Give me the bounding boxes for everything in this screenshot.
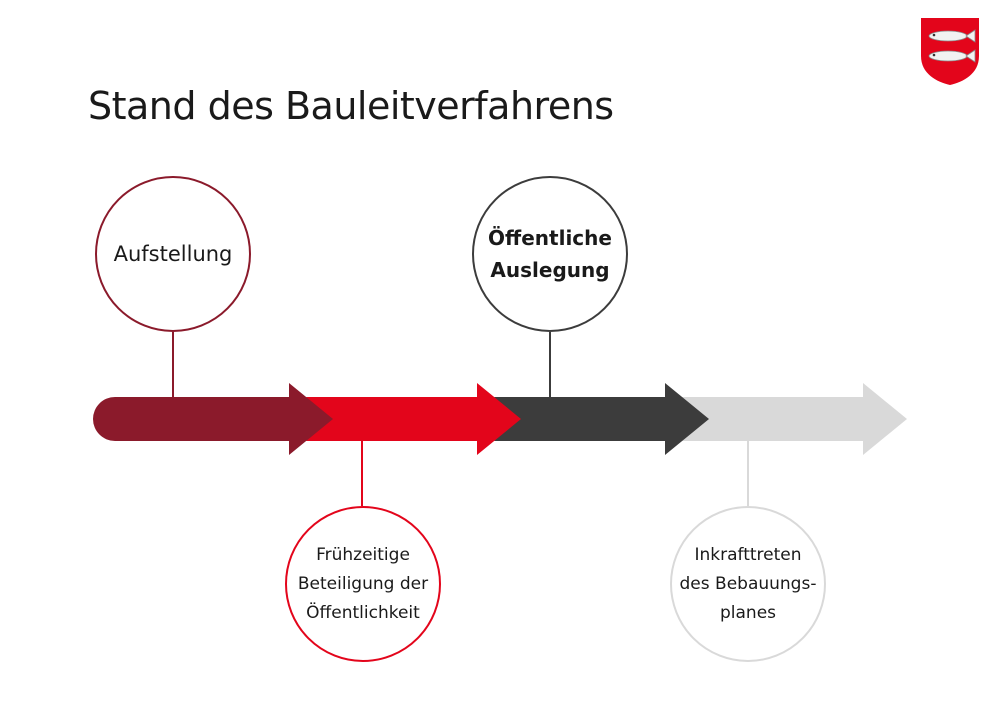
arrow-phase-2: [306, 383, 521, 455]
step-inkrafttreten: Inkrafttreten des Bebauungs-planes: [670, 506, 826, 662]
step-label: Aufstellung: [113, 242, 233, 266]
coat-of-arms-two-fish-icon: [921, 18, 979, 85]
step-label: Öffentliche Auslegung: [488, 226, 612, 282]
step-aufstellung: Aufstellung: [95, 176, 251, 332]
arrow-phase-4: [682, 383, 907, 455]
page-title: Stand des Bauleitverfahrens: [88, 84, 614, 128]
arrow-phase-1: [93, 383, 333, 455]
arrow-phase-3: [494, 383, 709, 455]
step-oeffentliche-auslegung: Öffentliche Auslegung: [472, 176, 628, 332]
step-fruehzeitige-beteiligung: Frühzeitige Beteiligung der Öffentlichke…: [285, 506, 441, 662]
step-label: Frühzeitige Beteiligung der Öffentlichke…: [297, 544, 429, 623]
step-label: Inkrafttreten des Bebauungs-planes: [679, 544, 817, 623]
